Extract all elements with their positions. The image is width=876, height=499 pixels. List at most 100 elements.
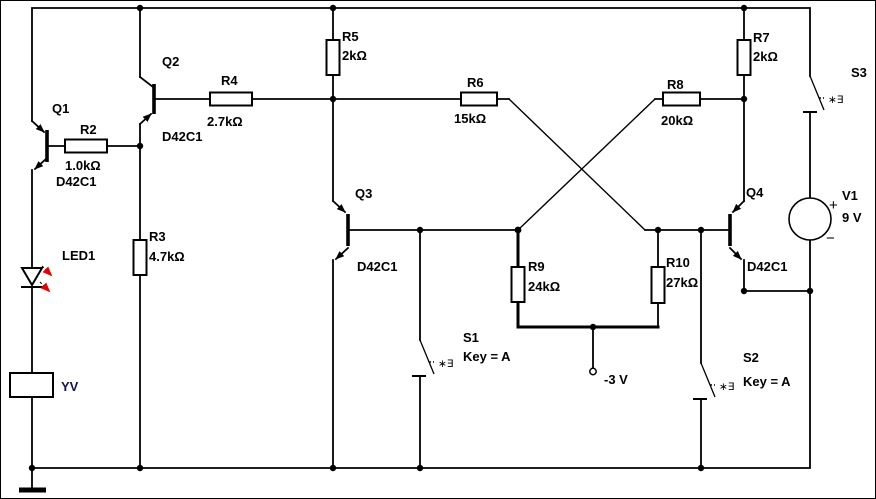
r10-label: R10: [666, 255, 690, 270]
s1-key-marker-icon: ∗∃: [438, 358, 453, 370]
transistor-q1[interactable]: Q1 D42C1: [30, 101, 96, 189]
q3-model-label: D42C1: [357, 259, 397, 274]
resistor-r5[interactable]: R5 2kΩ: [325, 29, 367, 76]
r8-value: 20kΩ: [661, 113, 693, 128]
s3-blade: [809, 75, 825, 111]
s2-key-marker-icon: ∗∃: [719, 381, 734, 393]
s1-key-label: Key = A: [463, 349, 511, 364]
resistor-r6[interactable]: R6 15kΩ: [454, 75, 498, 126]
s2-blade: [700, 362, 716, 398]
resistor-r7[interactable]: R7 2kΩ: [736, 30, 778, 76]
r2-value: 1.0kΩ: [65, 158, 101, 173]
junction-dot: [514, 226, 522, 234]
s2-label: S2: [743, 350, 759, 365]
r3-value: 4.7kΩ: [149, 249, 185, 264]
junction-dot: [329, 95, 337, 103]
r7-value: 2kΩ: [753, 49, 778, 64]
wire-cross-r8-to-q3base: [517, 98, 656, 231]
q2-label: Q2: [162, 54, 179, 69]
r7-body: [736, 39, 752, 76]
r2-body: [64, 138, 108, 154]
s1-label: S1: [463, 330, 479, 345]
resistor-r4[interactable]: R4 2.7kΩ: [207, 73, 253, 129]
switch-s2[interactable]: ∗∃ S2 Key = A: [693, 350, 791, 400]
relay-coil-yv[interactable]: YV: [9, 372, 79, 398]
r5-label: R5: [342, 29, 359, 44]
yv-body: [9, 372, 54, 398]
r2-label: R2: [80, 122, 97, 137]
neg-3v-label: -3 V: [604, 372, 628, 387]
junction-dot: [136, 4, 144, 12]
led1-light-arrow: [41, 265, 53, 277]
q3-collector-lead: [331, 199, 347, 214]
junction-dot: [740, 95, 748, 103]
switch-s3[interactable]: ∗∃ S3: [803, 65, 867, 113]
s3-label: S3: [851, 65, 867, 80]
neg-3v-terminal[interactable]: -3 V: [589, 367, 628, 387]
q1-model-label: D42C1: [56, 174, 96, 189]
v1-body: [788, 197, 832, 241]
junction-dot: [416, 226, 424, 234]
junction-dot: [654, 226, 662, 234]
q4-label: Q4: [746, 185, 764, 200]
transistor-q2[interactable]: Q2 D42C1: [138, 54, 202, 144]
r9-label: R9: [528, 259, 545, 274]
q4-model-label: D42C1: [747, 259, 787, 274]
q4-collector-lead: [731, 199, 746, 214]
resistor-r9[interactable]: R9 24kΩ: [510, 259, 561, 303]
s2-key-label: Key = A: [743, 374, 791, 389]
wire-r9-branch-bold: [516, 228, 660, 329]
q1-collector-lead: [30, 119, 46, 134]
r6-label: R6: [467, 75, 484, 90]
wire-cross-r6-to-q4base: [508, 98, 646, 231]
r3-label: R3: [149, 229, 166, 244]
junction-dot: [589, 323, 597, 331]
q4-emitter-lead: [728, 246, 743, 261]
r9-body: [510, 266, 526, 303]
v1-minus-sign: −: [826, 230, 835, 247]
r4-body: [209, 91, 253, 107]
r5-value: 2kΩ: [342, 48, 367, 63]
r5-body: [325, 39, 341, 76]
yv-label: YV: [61, 379, 79, 394]
r7-label: R7: [753, 30, 770, 45]
junction-dot: [416, 464, 424, 472]
resistor-r10[interactable]: R10 27kΩ: [650, 255, 699, 304]
junction-dot: [806, 287, 814, 295]
led1-light-arrow: [39, 281, 51, 293]
resistor-r2[interactable]: R2 1.0kΩ: [64, 122, 108, 173]
v1-label: V1: [842, 188, 858, 203]
transistor-q3[interactable]: Q3 D42C1: [331, 186, 397, 274]
junction-dot: [697, 226, 705, 234]
junction-dot: [329, 464, 337, 472]
switch-s1[interactable]: ∗∃ S1 Key = A: [412, 330, 511, 377]
q1-label: Q1: [52, 101, 69, 116]
q3-label: Q3: [355, 186, 372, 201]
transistor-q4[interactable]: Q4 D42C1: [728, 185, 787, 274]
junction-dot: [329, 4, 337, 12]
r9-value: 24kΩ: [528, 279, 560, 294]
junction-dot: [136, 142, 144, 150]
v1-plus-sign: +: [829, 197, 838, 214]
led1[interactable]: LED1: [20, 248, 95, 293]
s1-blade: [419, 339, 435, 375]
r8-label: R8: [667, 77, 684, 92]
junction-dot: [740, 287, 748, 295]
s3-key-marker-icon: ∗∃: [828, 94, 843, 106]
junction-dot: [697, 464, 705, 472]
led1-label: LED1: [62, 248, 95, 263]
r4-value: 2.7kΩ: [207, 114, 243, 129]
junction-dots: [28, 4, 814, 472]
resistor-r8[interactable]: R8 20kΩ: [661, 77, 701, 128]
q2-collector-lead: [138, 75, 155, 89]
resistor-r3[interactable]: R3 4.7kΩ: [132, 229, 185, 276]
r6-body: [460, 91, 498, 107]
led1-diode-triangle: [20, 267, 44, 287]
voltage-source-v1[interactable]: + V1 9 V −: [788, 188, 862, 247]
junction-dot: [28, 464, 36, 472]
wire-main-rails: [31, 7, 811, 489]
r6-value: 15kΩ: [454, 111, 486, 126]
junction-dot: [740, 4, 748, 12]
r8-body: [662, 91, 701, 107]
